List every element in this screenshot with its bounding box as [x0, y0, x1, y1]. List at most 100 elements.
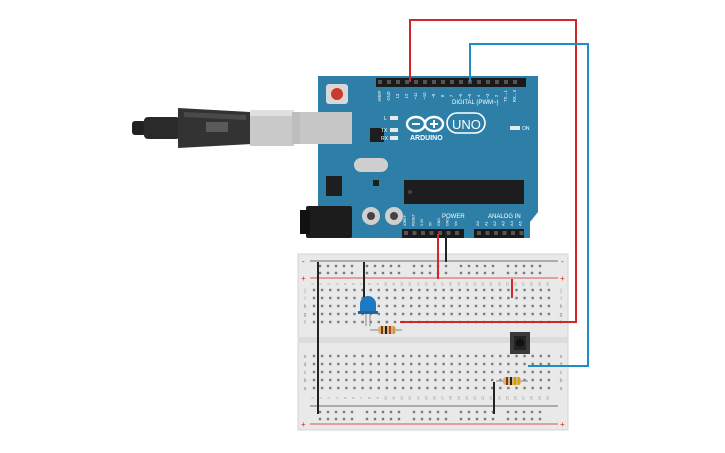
- breadboard-hole[interactable]: [530, 264, 534, 268]
- breadboard-hole[interactable]: [410, 288, 413, 292]
- breadboard-hole[interactable]: [458, 288, 461, 292]
- breadboard-hole[interactable]: [459, 417, 463, 421]
- breadboard-hole[interactable]: [381, 264, 385, 268]
- breadboard-hole[interactable]: [499, 288, 502, 292]
- breadboard-hole[interactable]: [474, 386, 478, 390]
- breadboard-hole[interactable]: [337, 370, 340, 374]
- breadboard-hole[interactable]: [326, 271, 330, 275]
- breadboard-hole[interactable]: [467, 417, 471, 421]
- breadboard-hole[interactable]: [507, 354, 510, 358]
- power-pin-hole[interactable]: [421, 231, 425, 235]
- breadboard-hole[interactable]: [385, 296, 389, 300]
- breadboard-hole[interactable]: [474, 362, 478, 366]
- breadboard-hole[interactable]: [418, 304, 421, 308]
- breadboard-hole[interactable]: [410, 312, 413, 316]
- breadboard-hole[interactable]: [466, 288, 470, 292]
- breadboard-hole[interactable]: [312, 386, 316, 390]
- breadboard-hole[interactable]: [523, 304, 526, 308]
- breadboard-hole[interactable]: [482, 378, 486, 382]
- breadboard-hole[interactable]: [522, 264, 526, 268]
- breadboard-hole[interactable]: [410, 362, 413, 366]
- breadboard-hole[interactable]: [530, 410, 534, 414]
- breadboard-hole[interactable]: [320, 320, 324, 324]
- breadboard-hole[interactable]: [474, 296, 478, 300]
- breadboard-hole[interactable]: [466, 312, 470, 316]
- breadboard-hole[interactable]: [334, 410, 338, 414]
- breadboard-hole[interactable]: [377, 304, 380, 308]
- breadboard-hole[interactable]: [337, 378, 340, 382]
- breadboard-hole[interactable]: [312, 312, 316, 316]
- breadboard-hole[interactable]: [499, 370, 502, 374]
- breadboard-hole[interactable]: [420, 417, 424, 421]
- power-pin-hole[interactable]: [455, 231, 459, 235]
- breadboard-hole[interactable]: [507, 312, 510, 316]
- breadboard-hole[interactable]: [397, 410, 401, 414]
- breadboard-hole[interactable]: [538, 410, 542, 414]
- breadboard-hole[interactable]: [401, 296, 405, 300]
- breadboard-hole[interactable]: [385, 378, 389, 382]
- breadboard-hole[interactable]: [499, 296, 502, 300]
- analog-pin-hole[interactable]: [485, 231, 490, 235]
- breadboard-hole[interactable]: [401, 378, 405, 382]
- breadboard-hole[interactable]: [369, 288, 372, 292]
- breadboard-hole[interactable]: [466, 386, 470, 390]
- breadboard-hole[interactable]: [329, 320, 332, 324]
- breadboard-hole[interactable]: [466, 370, 470, 374]
- breadboard-hole[interactable]: [499, 354, 502, 358]
- breadboard-hole[interactable]: [428, 264, 432, 268]
- breadboard-hole[interactable]: [475, 271, 479, 275]
- breadboard-hole[interactable]: [523, 362, 526, 366]
- breadboard-hole[interactable]: [353, 296, 356, 300]
- breadboard-hole[interactable]: [514, 410, 518, 414]
- breadboard-hole[interactable]: [442, 312, 445, 316]
- breadboard-hole[interactable]: [539, 296, 542, 300]
- breadboard-hole[interactable]: [458, 386, 461, 390]
- breadboard-hole[interactable]: [365, 417, 369, 421]
- breadboard-hole[interactable]: [426, 296, 429, 300]
- breadboard-hole[interactable]: [434, 386, 437, 390]
- analog-pin-hole[interactable]: [511, 231, 515, 235]
- breadboard-hole[interactable]: [458, 378, 461, 382]
- power-pin-hole[interactable]: [446, 231, 451, 235]
- breadboard-hole[interactable]: [401, 386, 405, 390]
- breadboard-hole[interactable]: [389, 417, 393, 421]
- breadboard-hole[interactable]: [530, 271, 534, 275]
- breadboard-hole[interactable]: [345, 370, 348, 374]
- breadboard-hole[interactable]: [531, 378, 534, 382]
- breadboard-hole[interactable]: [345, 320, 348, 324]
- analog-pin-hole[interactable]: [519, 231, 524, 235]
- reset-button-icon[interactable]: [326, 84, 348, 104]
- breadboard-hole[interactable]: [507, 370, 510, 374]
- breadboard-hole[interactable]: [334, 264, 338, 268]
- breadboard-hole[interactable]: [507, 288, 510, 292]
- breadboard-hole[interactable]: [361, 354, 364, 358]
- breadboard-hole[interactable]: [482, 296, 486, 300]
- breadboard-hole[interactable]: [539, 304, 542, 308]
- breadboard-hole[interactable]: [482, 304, 486, 308]
- breadboard-hole[interactable]: [342, 264, 346, 268]
- breadboard-hole[interactable]: [381, 271, 385, 275]
- breadboard-hole[interactable]: [499, 378, 502, 382]
- breadboard-hole[interactable]: [482, 362, 486, 366]
- breadboard-hole[interactable]: [428, 417, 432, 421]
- breadboard-hole[interactable]: [467, 410, 471, 414]
- breadboard-hole[interactable]: [450, 386, 453, 390]
- breadboard-hole[interactable]: [337, 386, 340, 390]
- breadboard-hole[interactable]: [474, 312, 478, 316]
- breadboard-hole[interactable]: [467, 271, 471, 275]
- breadboard-hole[interactable]: [353, 378, 356, 382]
- breadboard-hole[interactable]: [312, 354, 316, 358]
- breadboard-hole[interactable]: [483, 417, 487, 421]
- digital-pin-hole[interactable]: [405, 80, 409, 84]
- breadboard-hole[interactable]: [373, 417, 377, 421]
- breadboard-hole[interactable]: [491, 312, 494, 316]
- breadboard-hole[interactable]: [329, 312, 332, 316]
- breadboard-hole[interactable]: [434, 288, 437, 292]
- breadboard-hole[interactable]: [483, 264, 487, 268]
- analog-pin-hole[interactable]: [502, 231, 507, 235]
- power-pin-hole[interactable]: [438, 231, 442, 235]
- breadboard-hole[interactable]: [514, 271, 518, 275]
- breadboard-hole[interactable]: [547, 288, 551, 292]
- breadboard-hole[interactable]: [531, 304, 534, 308]
- breadboard-hole[interactable]: [401, 288, 405, 292]
